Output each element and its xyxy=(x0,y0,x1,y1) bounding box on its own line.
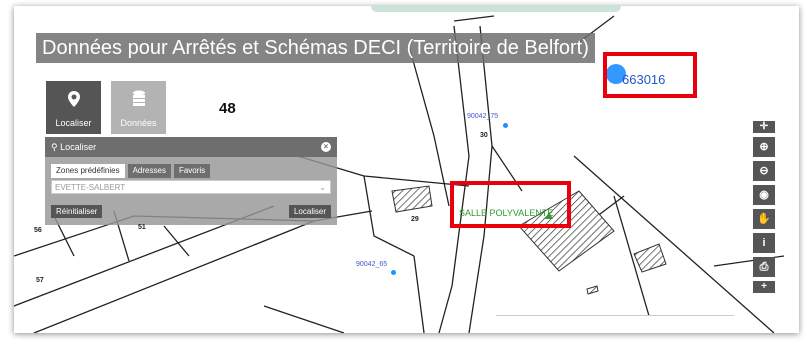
zoom-in-icon[interactable]: ⊕ xyxy=(753,137,775,157)
bottom-panel xyxy=(496,315,734,333)
map-tools: ✛ ⊕ ⊖ ◉ ✋ i ⎙ + xyxy=(753,121,775,297)
page-title: Données pour Arrêtés et Schémas DECI (Te… xyxy=(36,33,595,63)
locate-button[interactable]: Localiser xyxy=(288,205,331,218)
zoom-out-icon[interactable]: ⊖ xyxy=(753,161,775,181)
donnees-button-label: Données xyxy=(120,118,157,128)
database-icon xyxy=(132,90,145,106)
pan-cross-icon[interactable]: ✛ xyxy=(753,121,775,133)
hydrant-label: 90042_75 xyxy=(467,113,499,120)
chevron-down-icon: ⌄ xyxy=(319,183,326,192)
highlight-box-id xyxy=(603,52,697,98)
parcel-number: 57 xyxy=(36,277,44,284)
print-icon[interactable]: ⎙ xyxy=(753,257,775,277)
selected-point-id: 663016 xyxy=(622,72,666,87)
highlight-box-building xyxy=(450,181,571,228)
close-icon[interactable]: × xyxy=(321,142,331,152)
donnees-button[interactable]: Données xyxy=(111,81,166,134)
reset-button[interactable]: Réinitialiser xyxy=(51,205,103,218)
map-window: Données pour Arrêtés et Schémas DECI (Te… xyxy=(14,6,799,333)
info-icon[interactable]: i xyxy=(753,233,775,253)
section-number: 48 xyxy=(219,100,236,117)
top-handle xyxy=(371,6,621,12)
localiser-button-label: Localiser xyxy=(55,118,92,128)
globe-icon[interactable]: ◉ xyxy=(753,185,775,205)
zone-select[interactable]: EVETTE-SALBERT ⌄ xyxy=(51,180,331,194)
parcel-number: 30 xyxy=(480,132,488,139)
panel-title: Localiser xyxy=(60,142,97,152)
localiser-panel: ⚲ Localiser × Zones prédéfinies Adresses… xyxy=(45,137,337,225)
map-marker-icon xyxy=(67,91,80,107)
selected-point-marker[interactable] xyxy=(606,64,626,84)
hydrant-marker[interactable] xyxy=(503,123,508,128)
zone-select-value: EVETTE-SALBERT xyxy=(55,183,126,192)
hydrant-label: 90042_65 xyxy=(356,261,388,268)
localiser-button[interactable]: Localiser xyxy=(46,81,101,134)
hand-icon[interactable]: ✋ xyxy=(753,209,775,229)
building-marker[interactable] xyxy=(545,212,553,219)
parcel-number: 56 xyxy=(34,227,42,234)
panel-tabs: Zones prédéfinies Adresses Favoris xyxy=(51,164,213,178)
map-marker-icon: ⚲ xyxy=(51,142,61,152)
plus-icon[interactable]: + xyxy=(753,281,775,293)
panel-header: ⚲ Localiser × xyxy=(45,137,337,157)
building-label: SALLE POLYVALENTE xyxy=(459,208,554,218)
tab-zones-predefinies[interactable]: Zones prédéfinies xyxy=(51,164,125,178)
hydrant-marker[interactable] xyxy=(391,270,396,275)
parcel-number: 29 xyxy=(411,216,419,223)
tab-favoris[interactable]: Favoris xyxy=(173,164,211,178)
tab-adresses[interactable]: Adresses xyxy=(127,164,171,178)
parcel-number: 51 xyxy=(138,224,146,231)
